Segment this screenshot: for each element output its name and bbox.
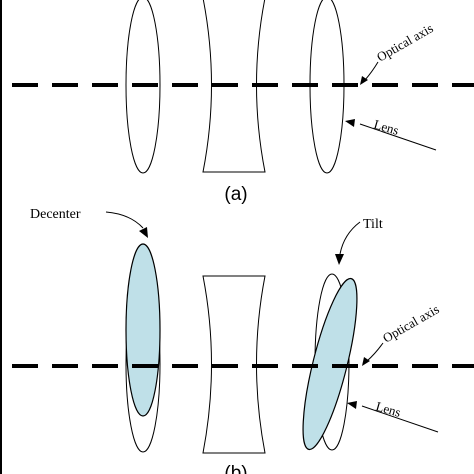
lens-arrowhead-b [347,401,357,409]
tilt-pointer [339,221,361,255]
optical-axis-label-a: Optical axis [374,20,436,64]
concave-lens-b [202,275,266,454]
concave-lens-a [202,0,266,173]
panel-b: Decenter Tilt Optical axis Lens (b) [12,207,474,474]
caption-b: (b) [224,463,247,474]
lens-pointer-line-a [359,123,437,151]
decentered-lens [125,243,161,417]
tilt-arrowhead [335,254,344,265]
decenter-arrowhead [139,227,148,238]
optical-axis-label-b: Optical axis [380,301,442,345]
caption-a: (a) [224,184,247,205]
decenter-label: Decenter [30,207,81,222]
lens-pointer-line-b [361,405,439,433]
panel-a: Optical axis Lens (a) [12,0,474,205]
decenter-pointer [105,211,144,229]
lens-label-a: Lens [372,116,400,137]
optical-axis-arrowhead-a [360,76,368,85]
lens-arrowhead-a [345,119,355,127]
tilted-lens [302,277,358,451]
lens-label-b: Lens [374,398,402,419]
optical-axis-arrowhead-b [362,357,370,366]
optical-axis-pointer-a [364,61,379,81]
optical-axis-pointer-b [366,342,384,362]
convex-lens-a1 [125,0,161,174]
tilt-label: Tilt [363,217,383,232]
